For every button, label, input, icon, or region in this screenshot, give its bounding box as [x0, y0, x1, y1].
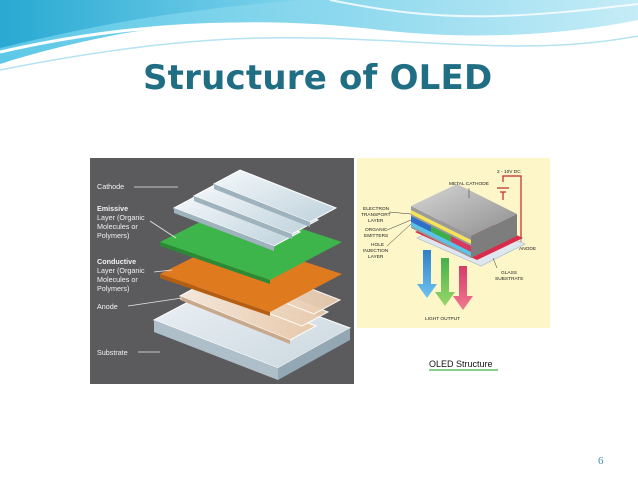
substrate-label: Substrate — [97, 348, 128, 357]
metal-cathode — [411, 184, 517, 236]
power-circuit — [497, 175, 522, 238]
conductive-label-title: Conductive — [97, 257, 136, 266]
glass-substrate-label-2: SUBSTRATE — [495, 276, 523, 282]
conductive-label-line1: Layer (Organic — [97, 266, 145, 275]
stack-bands — [411, 210, 471, 256]
caption-area — [357, 328, 550, 384]
hole-injection-label-3: LAYER — [368, 254, 384, 260]
oled-structure-diagram: 2 - 10V DC METAL CATHODE ELECTRON TRANSP… — [357, 158, 550, 384]
hole-injection-label-2: INJECTION — [363, 248, 389, 254]
cathode-label: Cathode — [97, 182, 124, 191]
electron-transport-label-3: LAYER — [368, 218, 384, 224]
organic-emitters-label-1: ORGANIC — [365, 227, 388, 233]
metal-cathode-label: METAL CATHODE — [449, 181, 489, 187]
leader-lines — [386, 188, 522, 269]
organic-emitters-label-2: EMITTERS — [364, 233, 388, 239]
cathode-layer — [172, 169, 338, 251]
stack-right-side — [471, 214, 517, 258]
light-output-label: LIGHT OUTPUT — [425, 316, 460, 322]
anode-label: Anode — [97, 302, 118, 311]
light-output-arrows — [417, 250, 473, 310]
emissive-label-line3: Polymers) — [97, 231, 129, 240]
emissive-label-title: Emissive — [97, 204, 128, 213]
electron-transport-label-1: ELECTRON — [363, 206, 390, 212]
hole-injection-label-1: HOLE — [371, 242, 384, 248]
header-wave-banner — [0, 0, 638, 71]
glass-substrate-label-1: GLASS — [501, 270, 517, 276]
conductive-label-line3: Polymers) — [97, 284, 129, 293]
anode-label: ANODE — [519, 246, 536, 252]
oled-layers-diagram: Cathode Emissive Layer (Organic Molecule… — [90, 158, 354, 384]
electron-transport-label-2: TRANSPORT — [361, 212, 391, 218]
oled-structure-caption: OLED Structure — [429, 359, 493, 369]
slide-title: Structure of OLED — [143, 58, 493, 98]
conductive-label-line2: Molecules or — [97, 275, 138, 284]
emissive-label-line1: Layer (Organic — [97, 213, 145, 222]
leader-lines — [127, 186, 183, 353]
page-number: 6 — [598, 455, 604, 467]
emissive-label-line2: Molecules or — [97, 222, 138, 231]
voltage-label: 2 - 10V DC — [497, 169, 521, 175]
